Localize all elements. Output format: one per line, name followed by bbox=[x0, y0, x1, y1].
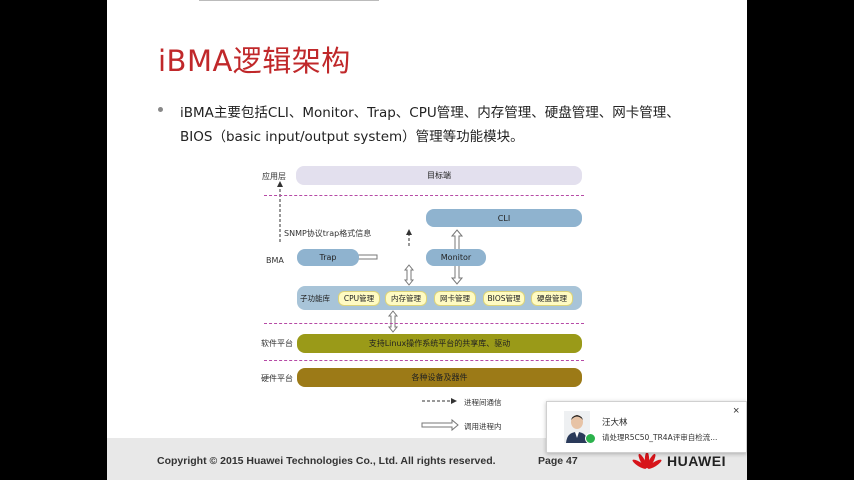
slide-top-line bbox=[199, 0, 379, 1]
cli-box: CLI bbox=[426, 209, 582, 227]
layer-software-label: 软件平台 bbox=[261, 339, 293, 348]
software-platform-box: 支持Linux操作系统平台的共享库、驱动 bbox=[297, 334, 582, 353]
monitor-box: Monitor bbox=[426, 249, 486, 266]
submodule-software-arrow bbox=[387, 310, 399, 333]
layer-divider bbox=[264, 360, 584, 361]
architecture-diagram: 应用层 BMA 软件平台 硬件平台 目标端 CLI SNMP协议trap格式信息… bbox=[254, 160, 584, 435]
page-number: Page 47 bbox=[538, 455, 578, 467]
target-box: 目标端 bbox=[296, 166, 582, 185]
body-line-2: BIOS（basic input/output system）管理等功能模块。 bbox=[180, 129, 524, 145]
snmp-label: SNMP协议trap格式信息 bbox=[284, 229, 372, 238]
trap-box: Trap bbox=[297, 249, 359, 266]
layer-bma-label: BMA bbox=[266, 256, 284, 265]
legend-hollow-arrow bbox=[421, 418, 459, 432]
module-memory: 内存管理 bbox=[385, 291, 427, 306]
slide-title: iBMA逻辑架构 bbox=[158, 44, 351, 78]
layer-divider bbox=[264, 323, 584, 324]
layer-app-label: 应用层 bbox=[262, 172, 286, 181]
legend-ipc-label: 进程间通信 bbox=[464, 398, 502, 407]
copyright-text: Copyright © 2015 Huawei Technologies Co.… bbox=[157, 455, 496, 467]
notification-message: 请处理R5C50_TR4A评审自检流... bbox=[602, 433, 718, 442]
huawei-flower-icon bbox=[632, 452, 662, 469]
submodule-label: 子功能库 bbox=[300, 293, 330, 303]
online-status-icon bbox=[585, 433, 596, 444]
module-bios: BIOS管理 bbox=[483, 291, 525, 306]
monitor-submodule-arrow bbox=[403, 264, 415, 286]
layer-divider bbox=[264, 195, 584, 196]
chat-notification[interactable]: 汪大林 请处理R5C50_TR4A评审自检流... × bbox=[546, 401, 747, 453]
close-icon[interactable]: × bbox=[733, 405, 740, 417]
legend-call-label: 调用进程内 bbox=[464, 422, 502, 431]
avatar bbox=[564, 411, 590, 443]
module-disk: 硬盘管理 bbox=[531, 291, 573, 306]
huawei-logo: HUAWEI bbox=[632, 451, 742, 471]
body-line-1: iBMA主要包括CLI、Monitor、Trap、CPU管理、内存管理、硬盘管理… bbox=[180, 105, 680, 121]
module-nic: 网卡管理 bbox=[434, 291, 476, 306]
module-cpu: CPU管理 bbox=[338, 291, 380, 306]
slide-body: iBMA主要包括CLI、Monitor、Trap、CPU管理、内存管理、硬盘管理… bbox=[180, 101, 720, 149]
bullet-dot bbox=[157, 105, 165, 113]
logo-text: HUAWEI bbox=[667, 453, 726, 469]
notification-sender: 汪大林 bbox=[602, 418, 628, 428]
hardware-platform-box: 各种设备及器件 bbox=[297, 368, 582, 387]
slide: iBMA逻辑架构 iBMA主要包括CLI、Monitor、Trap、CPU管理、… bbox=[107, 0, 747, 480]
layer-hardware-label: 硬件平台 bbox=[261, 374, 293, 383]
